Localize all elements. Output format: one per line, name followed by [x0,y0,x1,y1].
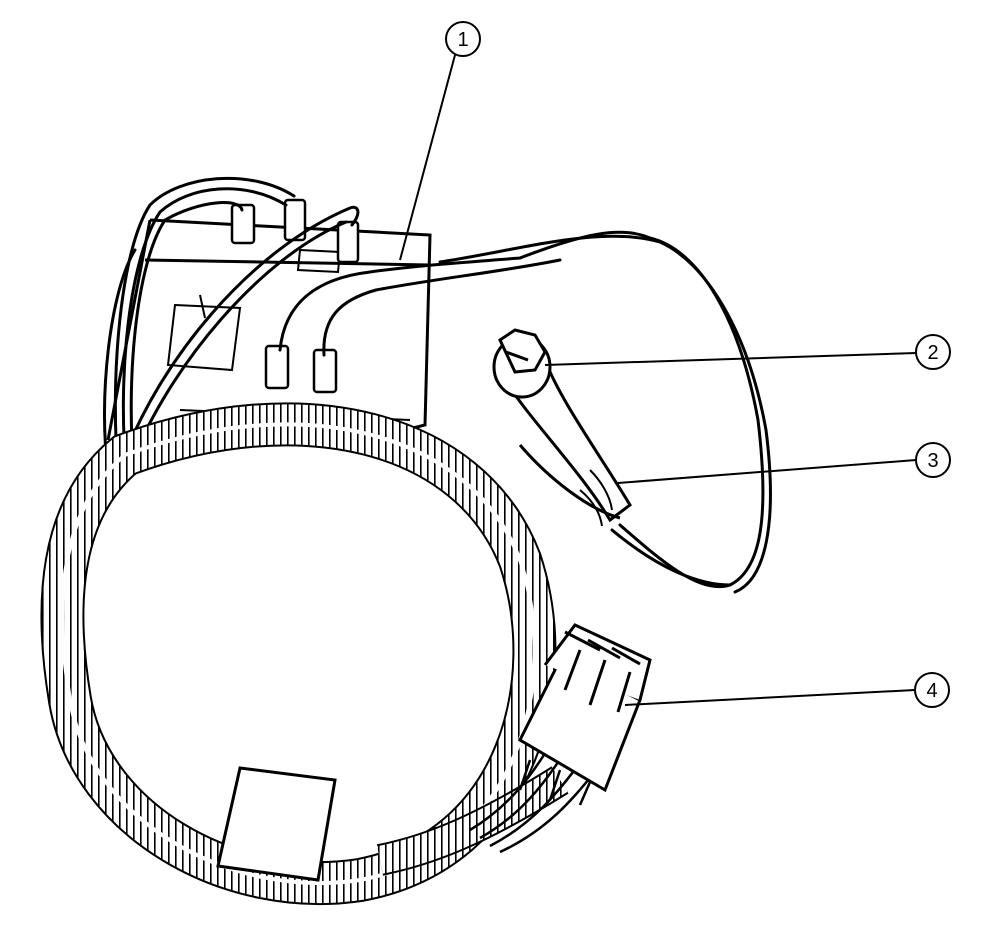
module-connectors [230,198,360,394]
loom-tag [216,766,337,882]
callout-2: 2 [915,334,951,370]
callout-4: 4 [914,672,950,708]
callout-3: 3 [915,442,951,478]
corrugated-loom [40,402,569,906]
callout-1: 1 [445,21,481,57]
callout-2-label: 2 [927,342,938,364]
sensor-plug [492,328,632,527]
callout-3-label: 3 [927,450,938,472]
callout-1-label: 1 [457,29,468,51]
wire-bundles [102,176,772,594]
callout-4-label: 4 [926,680,937,702]
leader-lines [399,54,917,706]
multi-pin-connector [518,623,652,806]
